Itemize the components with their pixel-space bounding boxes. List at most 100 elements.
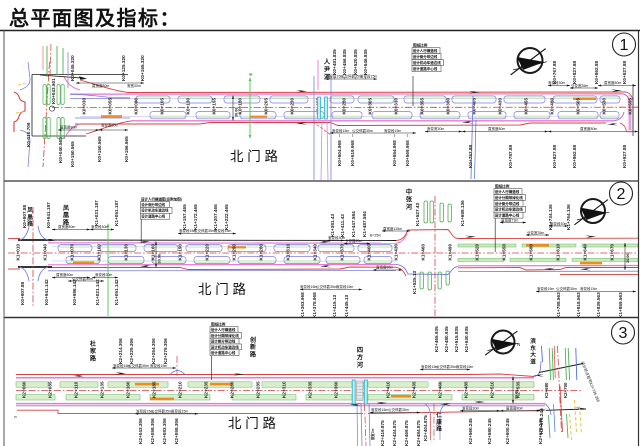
svg-text:四方河: 四方河 (357, 347, 364, 369)
svg-text:K2+530.935: K2+530.935 (464, 326, 469, 352)
svg-text:渐变段15m: 渐变段15m (384, 128, 401, 133)
svg-text:K1+818.563: K1+818.563 (576, 292, 581, 318)
svg-text:K2+700: K2+700 (563, 382, 568, 398)
svg-text:K2+043.306: K2+043.306 (138, 418, 143, 444)
svg-text:K0+040.565: K0+040.565 (58, 137, 63, 163)
svg-text:渐变段15m: 渐变段15m (332, 128, 349, 133)
svg-text:K0+757.88: K0+757.88 (468, 145, 473, 168)
svg-text:设计人行横道线: 设计人行横道线 (211, 327, 236, 332)
svg-text:K2+484.875: K2+484.875 (416, 420, 421, 446)
svg-text:设计机动车道边线: 设计机动车道边线 (413, 60, 441, 65)
svg-text:渐变段15m: 渐变段15m (580, 286, 597, 291)
svg-text:设计机动车道边线: 设计机动车道边线 (495, 207, 523, 212)
svg-text:K0+155.320: K0+155.320 (140, 55, 145, 81)
svg-text:K0+125.320: K0+125.320 (121, 55, 126, 81)
svg-text:30.06: 30.06 (235, 107, 239, 117)
svg-text:公交停靠35m: 公交停靠35m (194, 228, 215, 233)
svg-text:K2+560.245: K2+560.245 (468, 418, 473, 444)
svg-text:设计侧分带边线: 设计侧分带边线 (211, 339, 236, 344)
svg-text:设计道路中心线: 设计道路中心线 (211, 350, 236, 355)
svg-text:渐变段15m: 渐变段15m (421, 364, 438, 369)
svg-text:渐变段15m: 渐变段15m (214, 228, 231, 233)
svg-text:K0+907.88: K0+907.88 (22, 205, 27, 228)
svg-text:K1+734.136: K1+734.136 (548, 204, 553, 230)
svg-text:K0+045.320: K0+045.320 (70, 55, 75, 81)
svg-text:图纸比例: 图纸比例 (495, 184, 510, 189)
svg-text:设计道路中心线: 设计道路中心线 (413, 66, 438, 71)
svg-text:K0+519.968: K0+519.968 (350, 140, 355, 166)
svg-text:设计人行横道配(见附加图): 设计人行横道配(见附加图) (141, 197, 182, 202)
svg-text:B=25m: B=25m (370, 234, 381, 238)
svg-text:渐变段30m: 渐变段30m (328, 235, 345, 240)
svg-text:公交停靠35m: 公交停靠35m (341, 73, 362, 78)
svg-text:图纸比例: 图纸比例 (413, 43, 428, 48)
svg-text:创新路: 创新路 (249, 336, 257, 358)
svg-text:K1+487.584: K1+487.584 (362, 211, 367, 237)
svg-text:K2+229.306: K2+229.306 (129, 338, 134, 364)
svg-text:K2+083.306: K2+083.306 (162, 418, 167, 444)
svg-text:K0+150.565: K0+150.565 (70, 141, 75, 167)
svg-text:K0+456.835: K0+456.835 (342, 49, 347, 75)
svg-text:渐变段15m: 渐变段15m (336, 284, 353, 289)
svg-text:K2+580.245: K2+580.245 (487, 418, 492, 444)
svg-text:K0+787.88: K0+787.88 (508, 145, 513, 168)
svg-text:2: 2 (617, 186, 626, 203)
svg-text:K1+689.136: K1+689.136 (460, 200, 465, 226)
svg-text:K1+527.43: K1+527.43 (415, 203, 420, 226)
svg-text:中张河: 中张河 (406, 188, 413, 211)
svg-text:K0+150.565: K0+150.565 (97, 136, 102, 162)
svg-text:K2+670.245: K2+670.245 (538, 418, 543, 444)
svg-text:人尹河: 人尹河 (324, 58, 331, 81)
svg-text:渐变段30m: 渐变段30m (550, 221, 567, 226)
svg-text:K0+546.835: K0+546.835 (363, 49, 368, 75)
svg-text:设计分隔带绿化线: 设计分隔带绿化线 (495, 195, 523, 200)
svg-text:36.06: 36.06 (515, 389, 519, 399)
svg-text:直宽度80m: 直宽度80m (60, 125, 77, 130)
svg-text:仁康路: 仁康路 (436, 411, 442, 433)
svg-text:公交停靠35m: 公交停靠35m (556, 286, 577, 291)
svg-text:K2+279.306: K2+279.306 (163, 338, 168, 364)
svg-text:K2+515.835: K2+515.835 (454, 326, 459, 352)
svg-text:设计机动车道边线: 设计机动车道边线 (211, 344, 239, 349)
svg-text:渐变段15m: 渐变段15m (371, 407, 388, 412)
svg-text:K1+839.563: K1+839.563 (596, 292, 601, 318)
svg-text:设计侧分带边线: 设计侧分带边线 (141, 202, 165, 207)
svg-text:K0+927.88: K0+927.88 (622, 61, 627, 84)
svg-text:直宽度80m: 直宽度80m (580, 126, 597, 131)
svg-text:渐变段15m: 渐变段15m (179, 228, 196, 233)
svg-text:分变宽35m: 分变宽35m (527, 230, 544, 235)
svg-text:渐变段15m: 渐变段15m (113, 363, 130, 368)
svg-text:北 门 路: 北 门 路 (198, 282, 247, 297)
svg-text:K0+862.88: K0+862.88 (572, 145, 577, 168)
svg-text:30.06: 30.06 (158, 254, 162, 264)
svg-text:K1+207.465: K1+207.465 (213, 204, 218, 230)
svg-text:K2+058.306: K2+058.306 (150, 418, 155, 444)
svg-text:直宽度73m: 直宽度73m (501, 217, 518, 222)
svg-text:渐变段30m: 渐变段30m (548, 80, 565, 85)
svg-text:K1+363.968: K1+363.968 (300, 292, 305, 318)
svg-text:北 门 路: 北 门 路 (228, 416, 277, 431)
svg-text:K1+447.584: K1+447.584 (351, 211, 356, 237)
svg-text:中: 中 (248, 73, 253, 76)
svg-text:渐变段30m: 渐变段30m (95, 272, 112, 277)
svg-text:K2+465.935: K2+465.935 (434, 326, 439, 352)
svg-text:分变宽35m: 分变宽35m (571, 83, 588, 88)
svg-text:K0+554.968: K0+554.968 (392, 140, 397, 166)
svg-text:K2+469.875: K2+469.875 (404, 420, 409, 446)
svg-text:设计人行横道线: 设计人行横道线 (495, 189, 520, 194)
svg-text:K0+941.142: K0+941.142 (44, 279, 49, 305)
svg-text:直宽度80m: 直宽度80m (92, 83, 109, 88)
svg-text:K0+862.88: K0+862.88 (594, 61, 599, 84)
svg-text:K0+504.968: K0+504.968 (337, 140, 342, 166)
svg-text:直宽度80m: 直宽度80m (58, 224, 75, 229)
svg-text:K1+381.43: K1+381.43 (330, 214, 335, 237)
svg-text:K1+051.142: K1+051.142 (114, 279, 119, 305)
svg-text:渐变段15m: 渐变段15m (360, 73, 377, 78)
svg-text:渐变宽30m: 渐变宽30m (101, 123, 118, 128)
svg-text:K1+415.13: K1+415.13 (332, 295, 337, 318)
svg-text:渐变段15m: 渐变段15m (300, 284, 317, 289)
svg-text:K0+927.88: K0+927.88 (622, 145, 627, 168)
svg-text:公交停靠35m: 公交停靠35m (352, 128, 373, 133)
svg-text:渐变段15m: 渐变段15m (171, 408, 188, 413)
svg-text:K1+172.465: K1+172.465 (193, 204, 198, 230)
